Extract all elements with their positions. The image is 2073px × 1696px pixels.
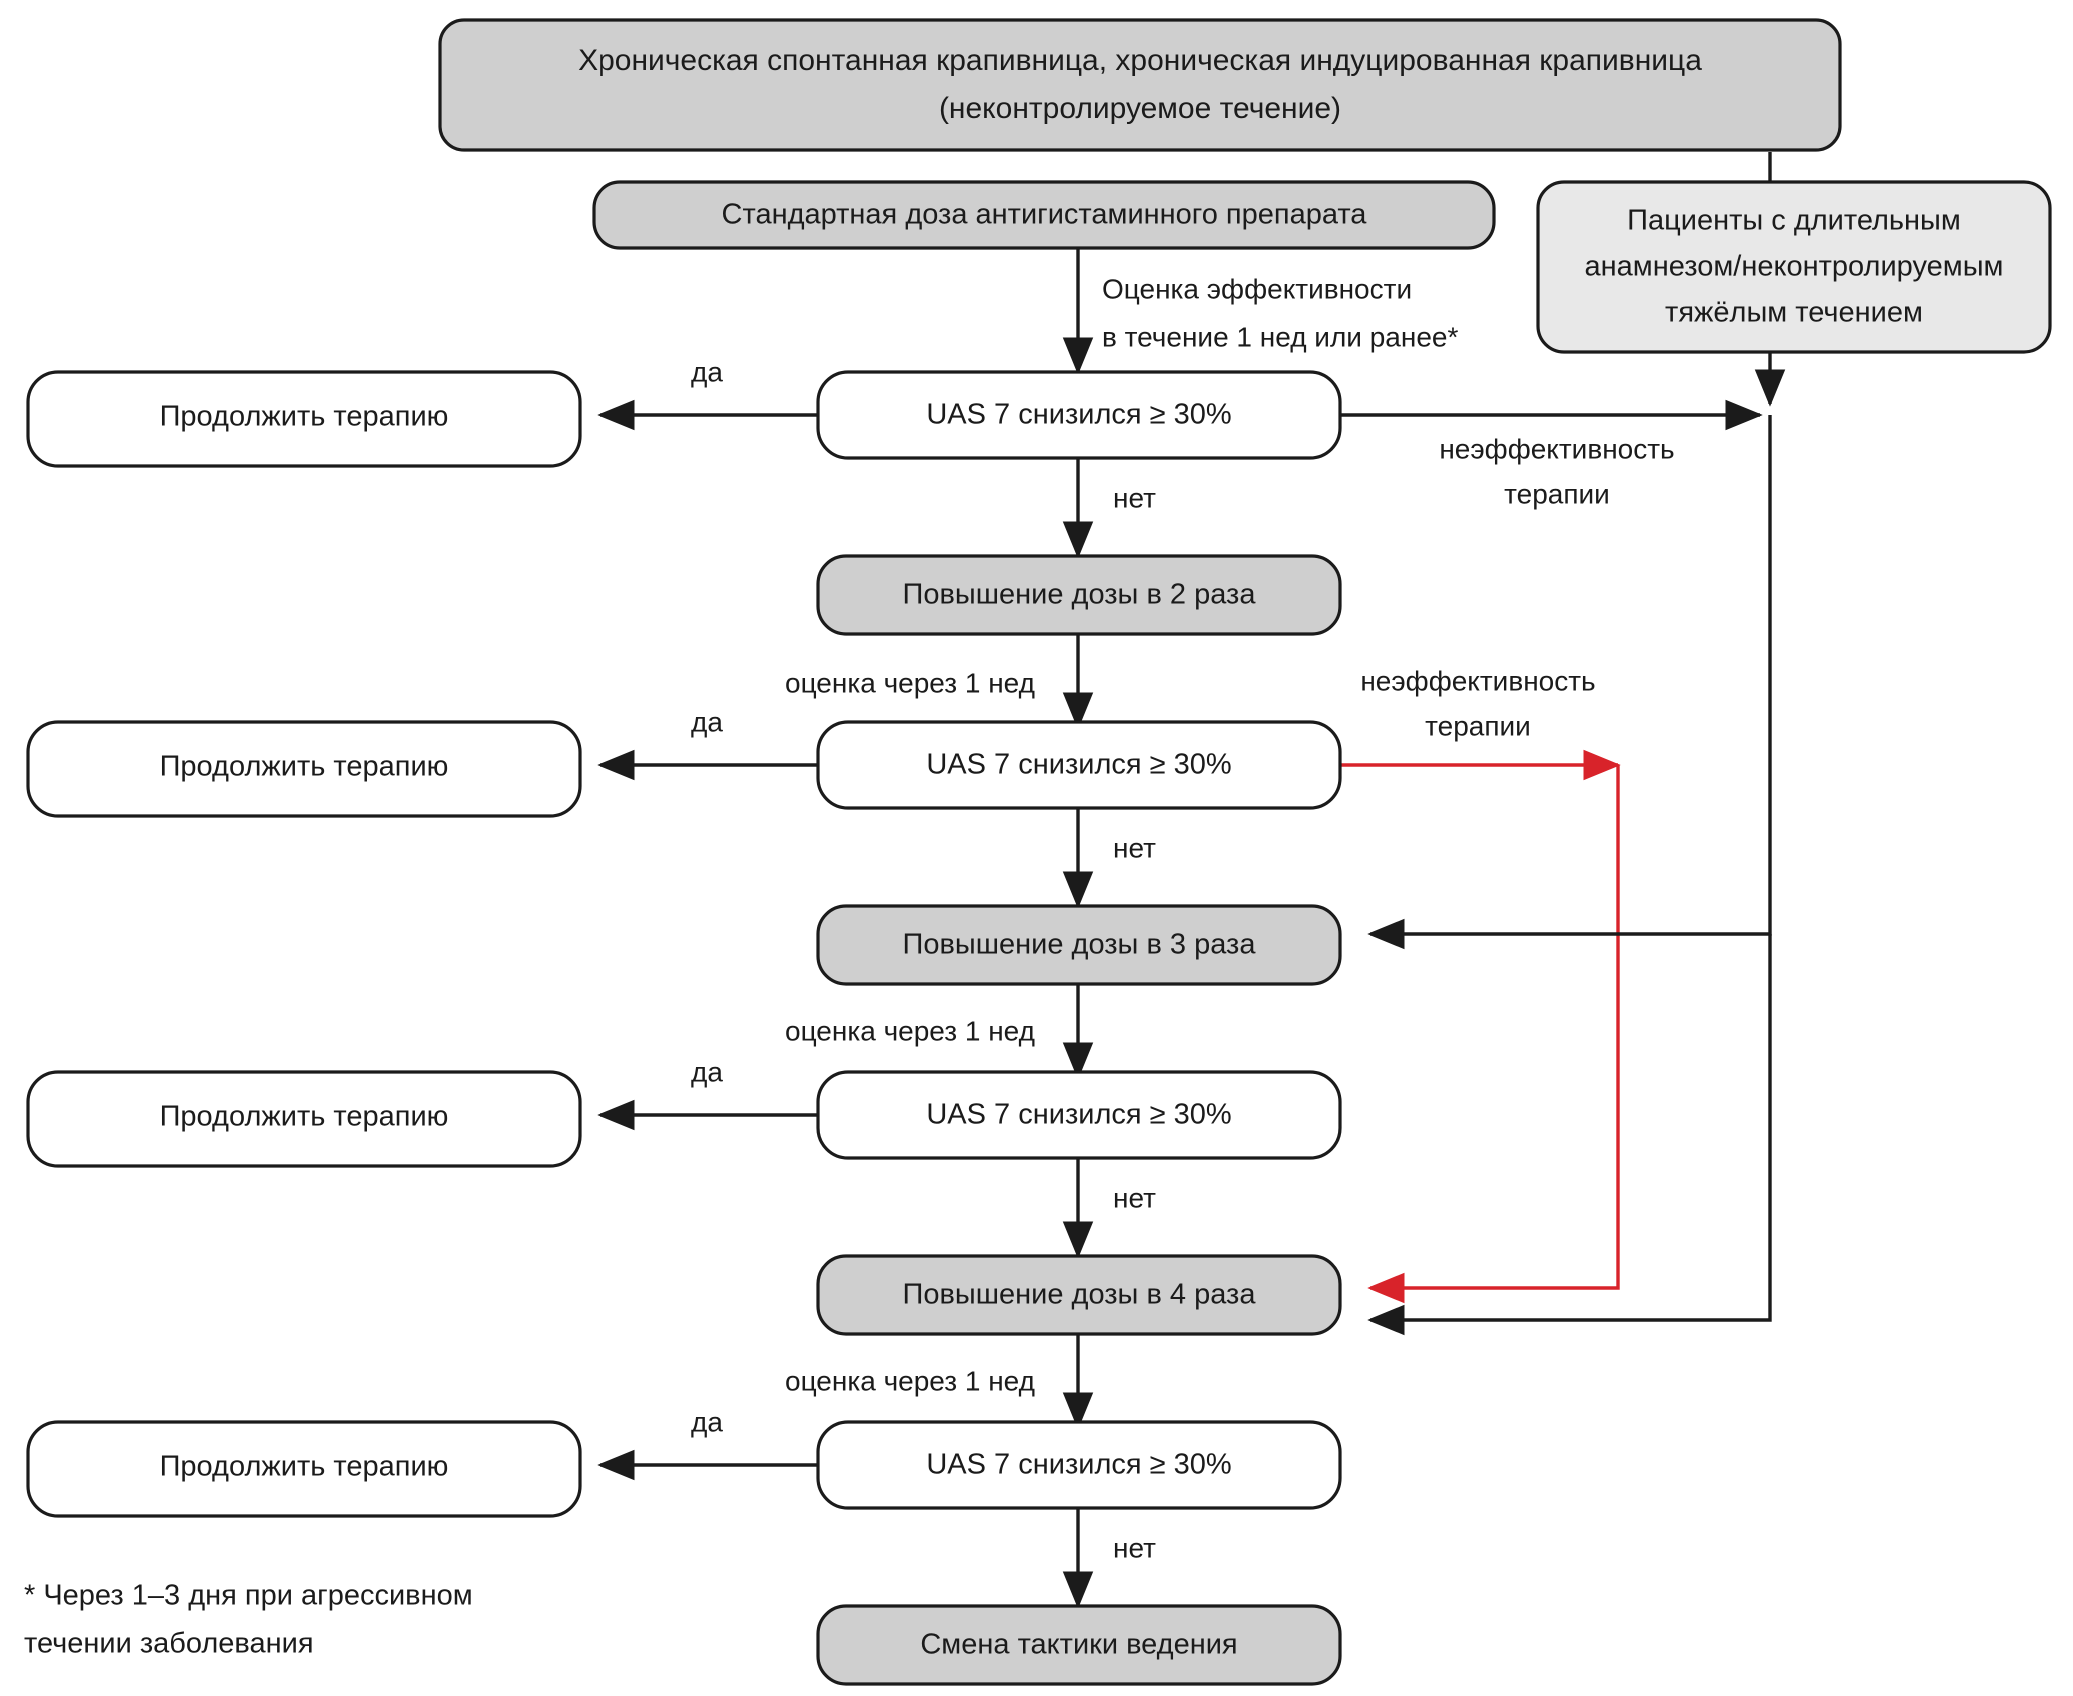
- edge-label-yes-4: да: [691, 1406, 723, 1437]
- node-title-line1: Хроническая спонтанная крапивница, хрони…: [578, 44, 1702, 77]
- node-continue-3-label: Продолжить терапию: [160, 1101, 449, 1133]
- edge-label-failure-red-line2: терапии: [1425, 710, 1531, 741]
- edge-label-eval-first-line2: в течение 1 нед или ранее*: [1102, 321, 1458, 352]
- node-decision-4-label: UAS 7 снизился ≥ 30%: [926, 1449, 1231, 1481]
- edge-label-failure-top-line2: терапии: [1504, 478, 1610, 509]
- edge-label-no-1: нет: [1113, 482, 1156, 513]
- footnote-line1: * Через 1–3 дня при агрессивном: [24, 1580, 473, 1612]
- node-final[interactable]: Смена тактики ведения: [816, 1604, 1342, 1686]
- node-dose-2x-label: Повышение дозы в 2 раза: [903, 579, 1257, 611]
- node-patients-line3: тяжёлым течением: [1665, 297, 1923, 329]
- node-decision-2-label: UAS 7 снизился ≥ 30%: [926, 749, 1231, 781]
- node-decision-1-label: UAS 7 снизился ≥ 30%: [926, 399, 1231, 431]
- node-patients-line2: анамнезом/неконтролируемым: [1585, 251, 2004, 283]
- edge-label-yes-3: да: [691, 1056, 723, 1087]
- edge-label-no-4: нет: [1113, 1532, 1156, 1563]
- node-standard-dose[interactable]: Стандартная доза антигистаминного препар…: [592, 180, 1496, 250]
- node-continue-2-label: Продолжить терапию: [160, 751, 449, 783]
- node-decision-1[interactable]: UAS 7 снизился ≥ 30%: [816, 370, 1342, 460]
- node-continue-1[interactable]: Продолжить терапию: [26, 370, 582, 468]
- node-title-line2: (неконтролируемое течение): [939, 92, 1341, 125]
- node-title[interactable]: Хроническая спонтанная крапивница, хрони…: [438, 18, 1842, 152]
- node-decision-4[interactable]: UAS 7 снизился ≥ 30%: [816, 1420, 1342, 1510]
- node-dose-3x-label: Повышение дозы в 3 раза: [903, 929, 1257, 961]
- node-decision-2[interactable]: UAS 7 снизился ≥ 30%: [816, 720, 1342, 810]
- edge-label-eval-week-2: оценка через 1 нед: [785, 1015, 1035, 1046]
- node-decision-3-label: UAS 7 снизился ≥ 30%: [926, 1099, 1231, 1131]
- node-dose-2x[interactable]: Повышение дозы в 2 раза: [816, 554, 1342, 636]
- node-continue-4-label: Продолжить терапию: [160, 1451, 449, 1483]
- edge-label-yes-2: да: [691, 706, 723, 737]
- node-standard-dose-label: Стандартная доза антигистаминного препар…: [722, 199, 1368, 231]
- edge-label-yes-1: да: [691, 356, 723, 387]
- node-continue-1-label: Продолжить терапию: [160, 401, 449, 433]
- connector-decision-2-failure-red: [1340, 749, 1621, 1304]
- edge-label-failure-red-line1: неэффективность: [1360, 665, 1595, 696]
- node-dose-4x[interactable]: Повышение дозы в 4 раза: [816, 1254, 1342, 1336]
- edge-label-eval-first-line1: Оценка эффективности: [1102, 273, 1412, 304]
- node-continue-4[interactable]: Продолжить терапию: [26, 1420, 582, 1518]
- node-continue-2[interactable]: Продолжить терапию: [26, 720, 582, 818]
- node-dose-4x-label: Повышение дозы в 4 раза: [903, 1279, 1257, 1311]
- edge-label-eval-week-3: оценка через 1 нед: [785, 1365, 1035, 1396]
- footnote-line2: течении заболевания: [24, 1628, 314, 1660]
- edge-label-failure-top-line1: неэффективность: [1439, 433, 1674, 464]
- edge-label-no-2: нет: [1113, 832, 1156, 863]
- node-continue-3[interactable]: Продолжить терапию: [26, 1070, 582, 1168]
- node-dose-3x[interactable]: Повышение дозы в 3 раза: [816, 904, 1342, 986]
- node-patients-line1: Пациенты с длительным: [1627, 205, 1961, 237]
- node-final-label: Смена тактики ведения: [920, 1629, 1237, 1661]
- node-decision-3[interactable]: UAS 7 снизился ≥ 30%: [816, 1070, 1342, 1160]
- edge-label-eval-week-1: оценка через 1 нед: [785, 667, 1035, 698]
- edge-label-no-3: нет: [1113, 1182, 1156, 1213]
- connector-right-column-to-dose-4x: [1367, 934, 1772, 1336]
- node-patients[interactable]: Пациенты с длительным анамнезом/неконтро…: [1536, 180, 2052, 354]
